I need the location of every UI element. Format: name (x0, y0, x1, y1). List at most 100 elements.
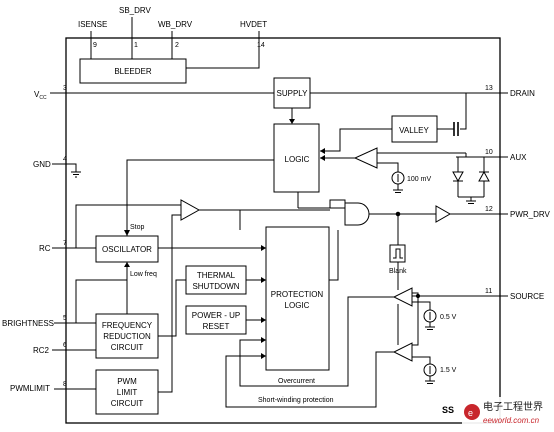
pin-number-vcc: 3 (63, 85, 67, 92)
wire-short-winding (225, 351, 394, 408)
bleeder-block (79, 58, 187, 84)
wire-and-in-top (329, 199, 346, 208)
freq-label-3: CIRCUIT (111, 343, 144, 352)
pin-number-sb-drv: 1 (134, 42, 138, 49)
pwm-label-1: PWM (117, 377, 137, 386)
power-up-label-2: RESET (203, 322, 230, 331)
logic-block (273, 123, 320, 193)
label-lowfreq: Low freq (130, 271, 157, 278)
bleeder-label: BLEEDER (114, 67, 152, 76)
source-comparator-1 (392, 287, 413, 307)
part-number: SS (442, 405, 454, 415)
freq-label-1: FREQUENCY (102, 321, 153, 330)
pin-label-rc2: RC2 (33, 346, 50, 355)
pin-number-gnd: 4 (63, 156, 67, 163)
pin-number-aux: 10 (485, 149, 493, 156)
pin-label-isense: ISENSE (78, 20, 107, 29)
watermark-cn: 电子工程世界 (483, 400, 543, 413)
wire-prot-out (329, 230, 339, 281)
arrow-supply-logic (289, 119, 295, 124)
watermark-url: eeworld.com.cn (483, 416, 540, 425)
pin-label-source: SOURCE (510, 292, 544, 301)
chip-outline (65, 37, 501, 424)
supply-label: SUPPLY (277, 89, 309, 98)
label-stop: Stop (130, 224, 145, 231)
arrow-stop (124, 230, 130, 236)
pin-label-wb-drv: WB_DRV (158, 20, 193, 29)
pin-label-brightness: BRIGHTNESS (2, 319, 54, 328)
label-short-winding: Short-winding protection (258, 397, 334, 404)
arrow-thermal-prot (261, 277, 266, 283)
logic-label: LOGIC (285, 155, 310, 164)
wire-stop (126, 159, 274, 236)
output-driver (435, 205, 452, 223)
pin-label-aux: AUX (510, 153, 527, 162)
power-up-label-1: POWER - UP (192, 311, 240, 320)
pin-label-gnd: GND (33, 160, 51, 169)
pin-number-drain: 13 (485, 85, 493, 92)
pin-label-rc: RC (39, 244, 51, 253)
protection-label-1: PROTECTION (271, 290, 324, 299)
vcc-sub: CC (39, 95, 47, 101)
wire-drain-cap (460, 93, 467, 130)
wire-freq-thermal (158, 279, 186, 337)
blank-block (389, 244, 406, 263)
arrow-auxcomp-logic (320, 155, 325, 161)
arrow-powerup-prot (261, 317, 266, 323)
label-100mv: 100 mV (407, 176, 431, 183)
pin-label-drain: DRAIN (510, 89, 535, 98)
vcc-main: V (34, 90, 40, 99)
watermark-logo-mark: e (468, 408, 473, 418)
protection-label-2: LOGIC (285, 301, 310, 310)
pin-number-isense: 9 (93, 42, 97, 49)
arrow-overcurrent (261, 337, 266, 343)
pin-label-hvdet: HVDET (240, 20, 267, 29)
pin-number-source: 11 (485, 288, 492, 295)
protection-logic-block (265, 226, 330, 371)
pin-number-hvdet: 14 (257, 42, 265, 49)
arrow-lowfreq (124, 262, 130, 267)
pin-number-pwr-drv: 12 (485, 206, 493, 213)
arrow-short-winding (261, 353, 266, 359)
thermal-label-2: SHUTDOWN (192, 282, 239, 291)
wire-100mv (377, 162, 399, 172)
wire-pwm-comp (158, 214, 181, 393)
oscillator-label: OSCILLATOR (102, 245, 152, 254)
aux-comparator (353, 147, 378, 169)
wire-hvdet (186, 31, 260, 69)
pin-number-pwmlimit: 8 (63, 381, 67, 388)
wire-rc-comp (75, 204, 181, 248)
pin-number-rc2: 6 (63, 342, 67, 349)
source-comparator-2 (392, 342, 413, 362)
and-gate (344, 202, 370, 226)
pin-number-wb-drv: 2 (175, 42, 179, 49)
valley-label: VALLEY (399, 126, 429, 135)
rc-comparator (180, 199, 201, 221)
label-05v: 0.5 V (440, 314, 457, 321)
watermark-logo (464, 404, 480, 420)
pin-label-vcc: VCC (34, 90, 47, 101)
arrow-osc-prot (261, 245, 266, 251)
pin-number-rc: 7 (63, 240, 67, 247)
pin-label-pwr-drv: PWR_DRV (510, 210, 551, 219)
pin-label-sb-drv: SB_DRV (119, 6, 152, 15)
wire-source-comps (412, 292, 419, 346)
blank-pulse (393, 248, 403, 259)
label-overcurrent: Overcurrent (278, 378, 315, 385)
pwm-label-3: CIRCUIT (111, 399, 144, 408)
thermal-label-1: THERMAL (197, 271, 236, 280)
wire-05v (412, 301, 431, 310)
arrow-valley-logic (320, 148, 325, 154)
label-15v: 1.5 V (440, 367, 457, 374)
pin-label-pwmlimit: PWMLIMIT (10, 384, 50, 393)
eeworld-watermark: e 电子工程世界 eeworld.com.cn (462, 397, 552, 430)
node-source (415, 293, 421, 299)
pin-number-brightness: 5 (63, 315, 67, 322)
wire-brightness-branch (75, 279, 127, 323)
diode-left (452, 171, 464, 183)
pwm-label-2: LIMIT (117, 388, 138, 397)
freq-label-2: REDUCTION (103, 332, 151, 341)
wire-valley-logic (320, 128, 392, 152)
